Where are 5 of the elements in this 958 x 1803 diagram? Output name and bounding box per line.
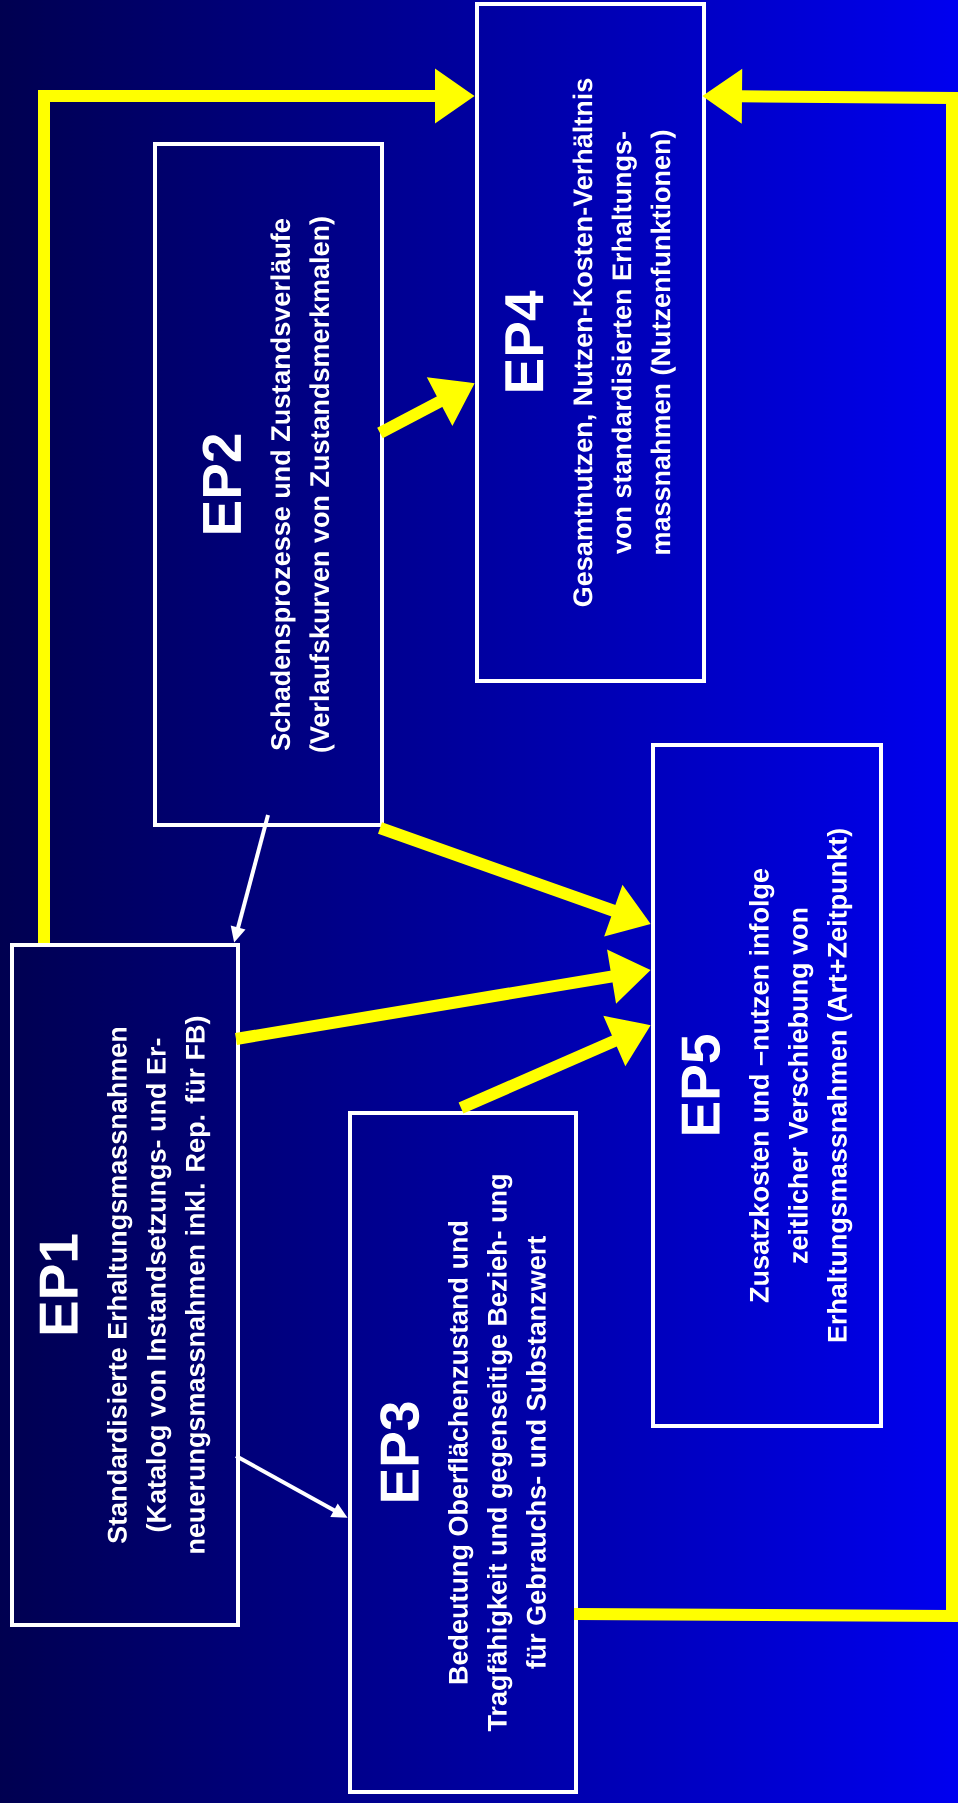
process-box: EP4 Gesamtnutzen, Nutzen-Kosten-Verhältnis von standardisierten Erhaltungs- massnahmen (Nutzenfunktionen) xyxy=(475,2,706,683)
process-box: EP1 Standardisierte Erhaltungsmassnahmen (Katalog von Instandsetzungs- und Er- neuerungsmassnahmen inkl. Rep. für FB) xyxy=(10,943,240,1627)
process-box: EP2 Schadensprozesse und Zustandsverläufe (Verlaufskurven von Zustandsmerkmalen) xyxy=(153,142,384,827)
process-box: EP3 Bedeutung Oberflächenzustand und Tragfähigkeit und gegenseitige Bezieh- ung für Gebrauchs- und Substanzwert xyxy=(348,1111,578,1794)
process-box: EP5 Zusatzkosten und –nutzen infolge zeitlicher Verschiebung von Erhaltungsmassnahmen (Art+Zeitpunkt) xyxy=(651,743,883,1428)
